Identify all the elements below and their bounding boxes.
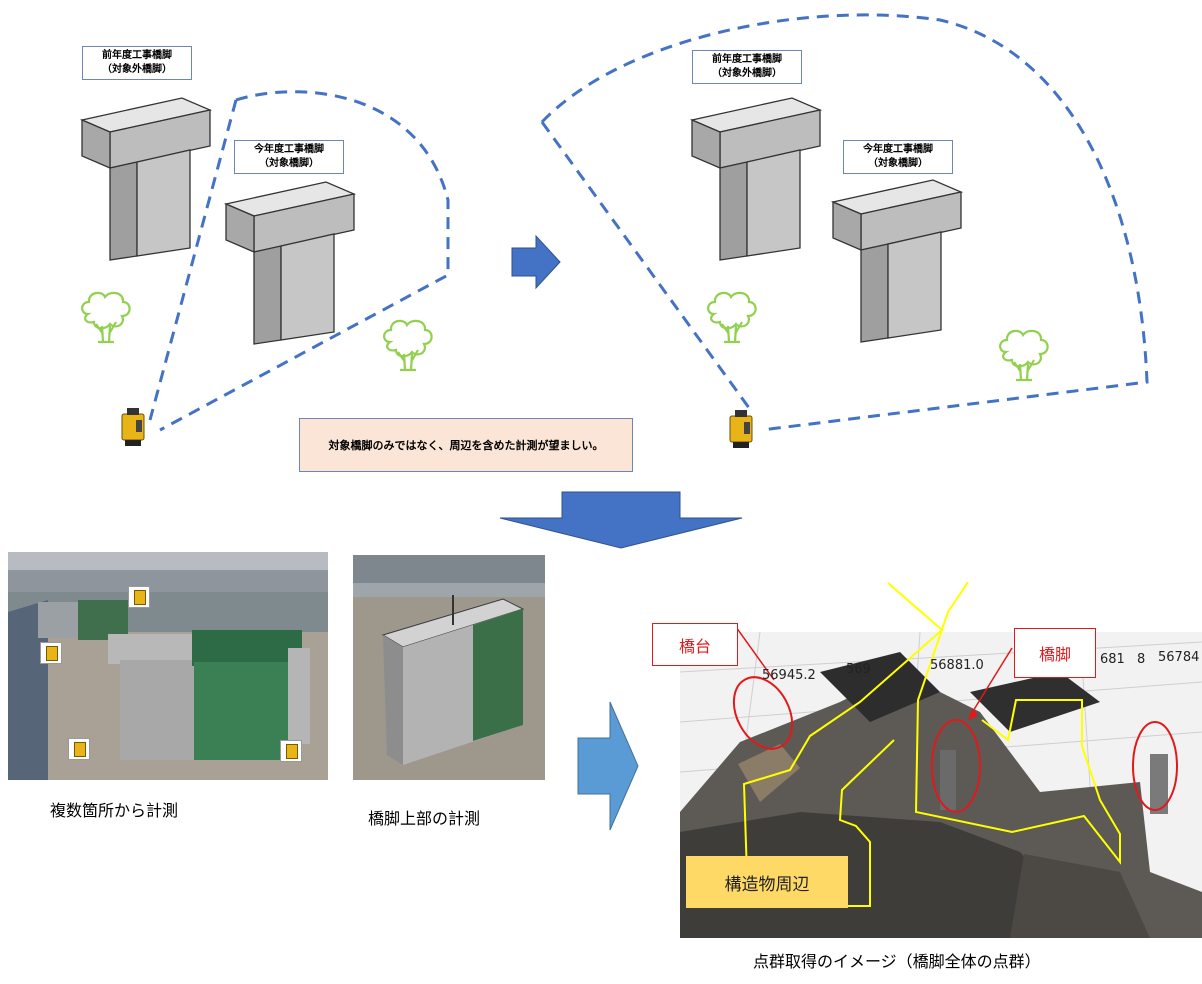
coord-label: 56945.2	[762, 668, 816, 683]
right-arrow	[511, 234, 561, 290]
label-previous-pier: 前年度工事橋脚 （対象外橋脚）	[692, 50, 802, 84]
surroundings-outline	[914, 581, 1121, 865]
scanner-marker-icon	[68, 738, 90, 760]
coord-label: 569	[846, 662, 871, 677]
coord-label: 681	[1100, 652, 1125, 667]
note-box: 対象橋脚のみではなく、周辺を含めた計測が望ましい。	[299, 418, 633, 472]
down-arrow	[499, 491, 743, 549]
site-photo-multi-point	[8, 552, 328, 780]
caption-point-cloud: 点群取得のイメージ（橋脚全体の点群）	[753, 952, 1041, 971]
tag-pier: 橋脚	[1014, 628, 1096, 678]
label-previous-pier: 前年度工事橋脚 （対象外橋脚）	[82, 46, 192, 80]
label-current-pier: 今年度工事橋脚 （対象橋脚）	[234, 140, 344, 174]
pier-circle	[931, 719, 981, 813]
label-current-pier: 今年度工事橋脚 （対象橋脚）	[843, 140, 953, 174]
coord-label: 56784	[1158, 650, 1200, 665]
coord-label: 8	[1137, 652, 1146, 667]
right-arrow-large	[577, 701, 639, 831]
abutment-circle	[732, 676, 794, 750]
pier-circle	[1132, 721, 1178, 811]
tag-abutment: 橋台	[652, 623, 738, 666]
caption-top-measure: 橋脚上部の計測	[368, 809, 481, 828]
scan-range-left	[159, 90, 450, 432]
scanner-marker-icon	[40, 642, 62, 664]
scan-range-right	[540, 13, 1149, 432]
coord-label: 56881.0	[930, 658, 984, 673]
scanner-marker-icon	[280, 740, 302, 762]
tag-surroundings: 構造物周辺	[686, 856, 848, 908]
scanner-marker-icon	[128, 586, 150, 608]
site-photo-pier-top	[353, 555, 545, 780]
caption-multi-point: 複数箇所から計測	[50, 801, 179, 820]
